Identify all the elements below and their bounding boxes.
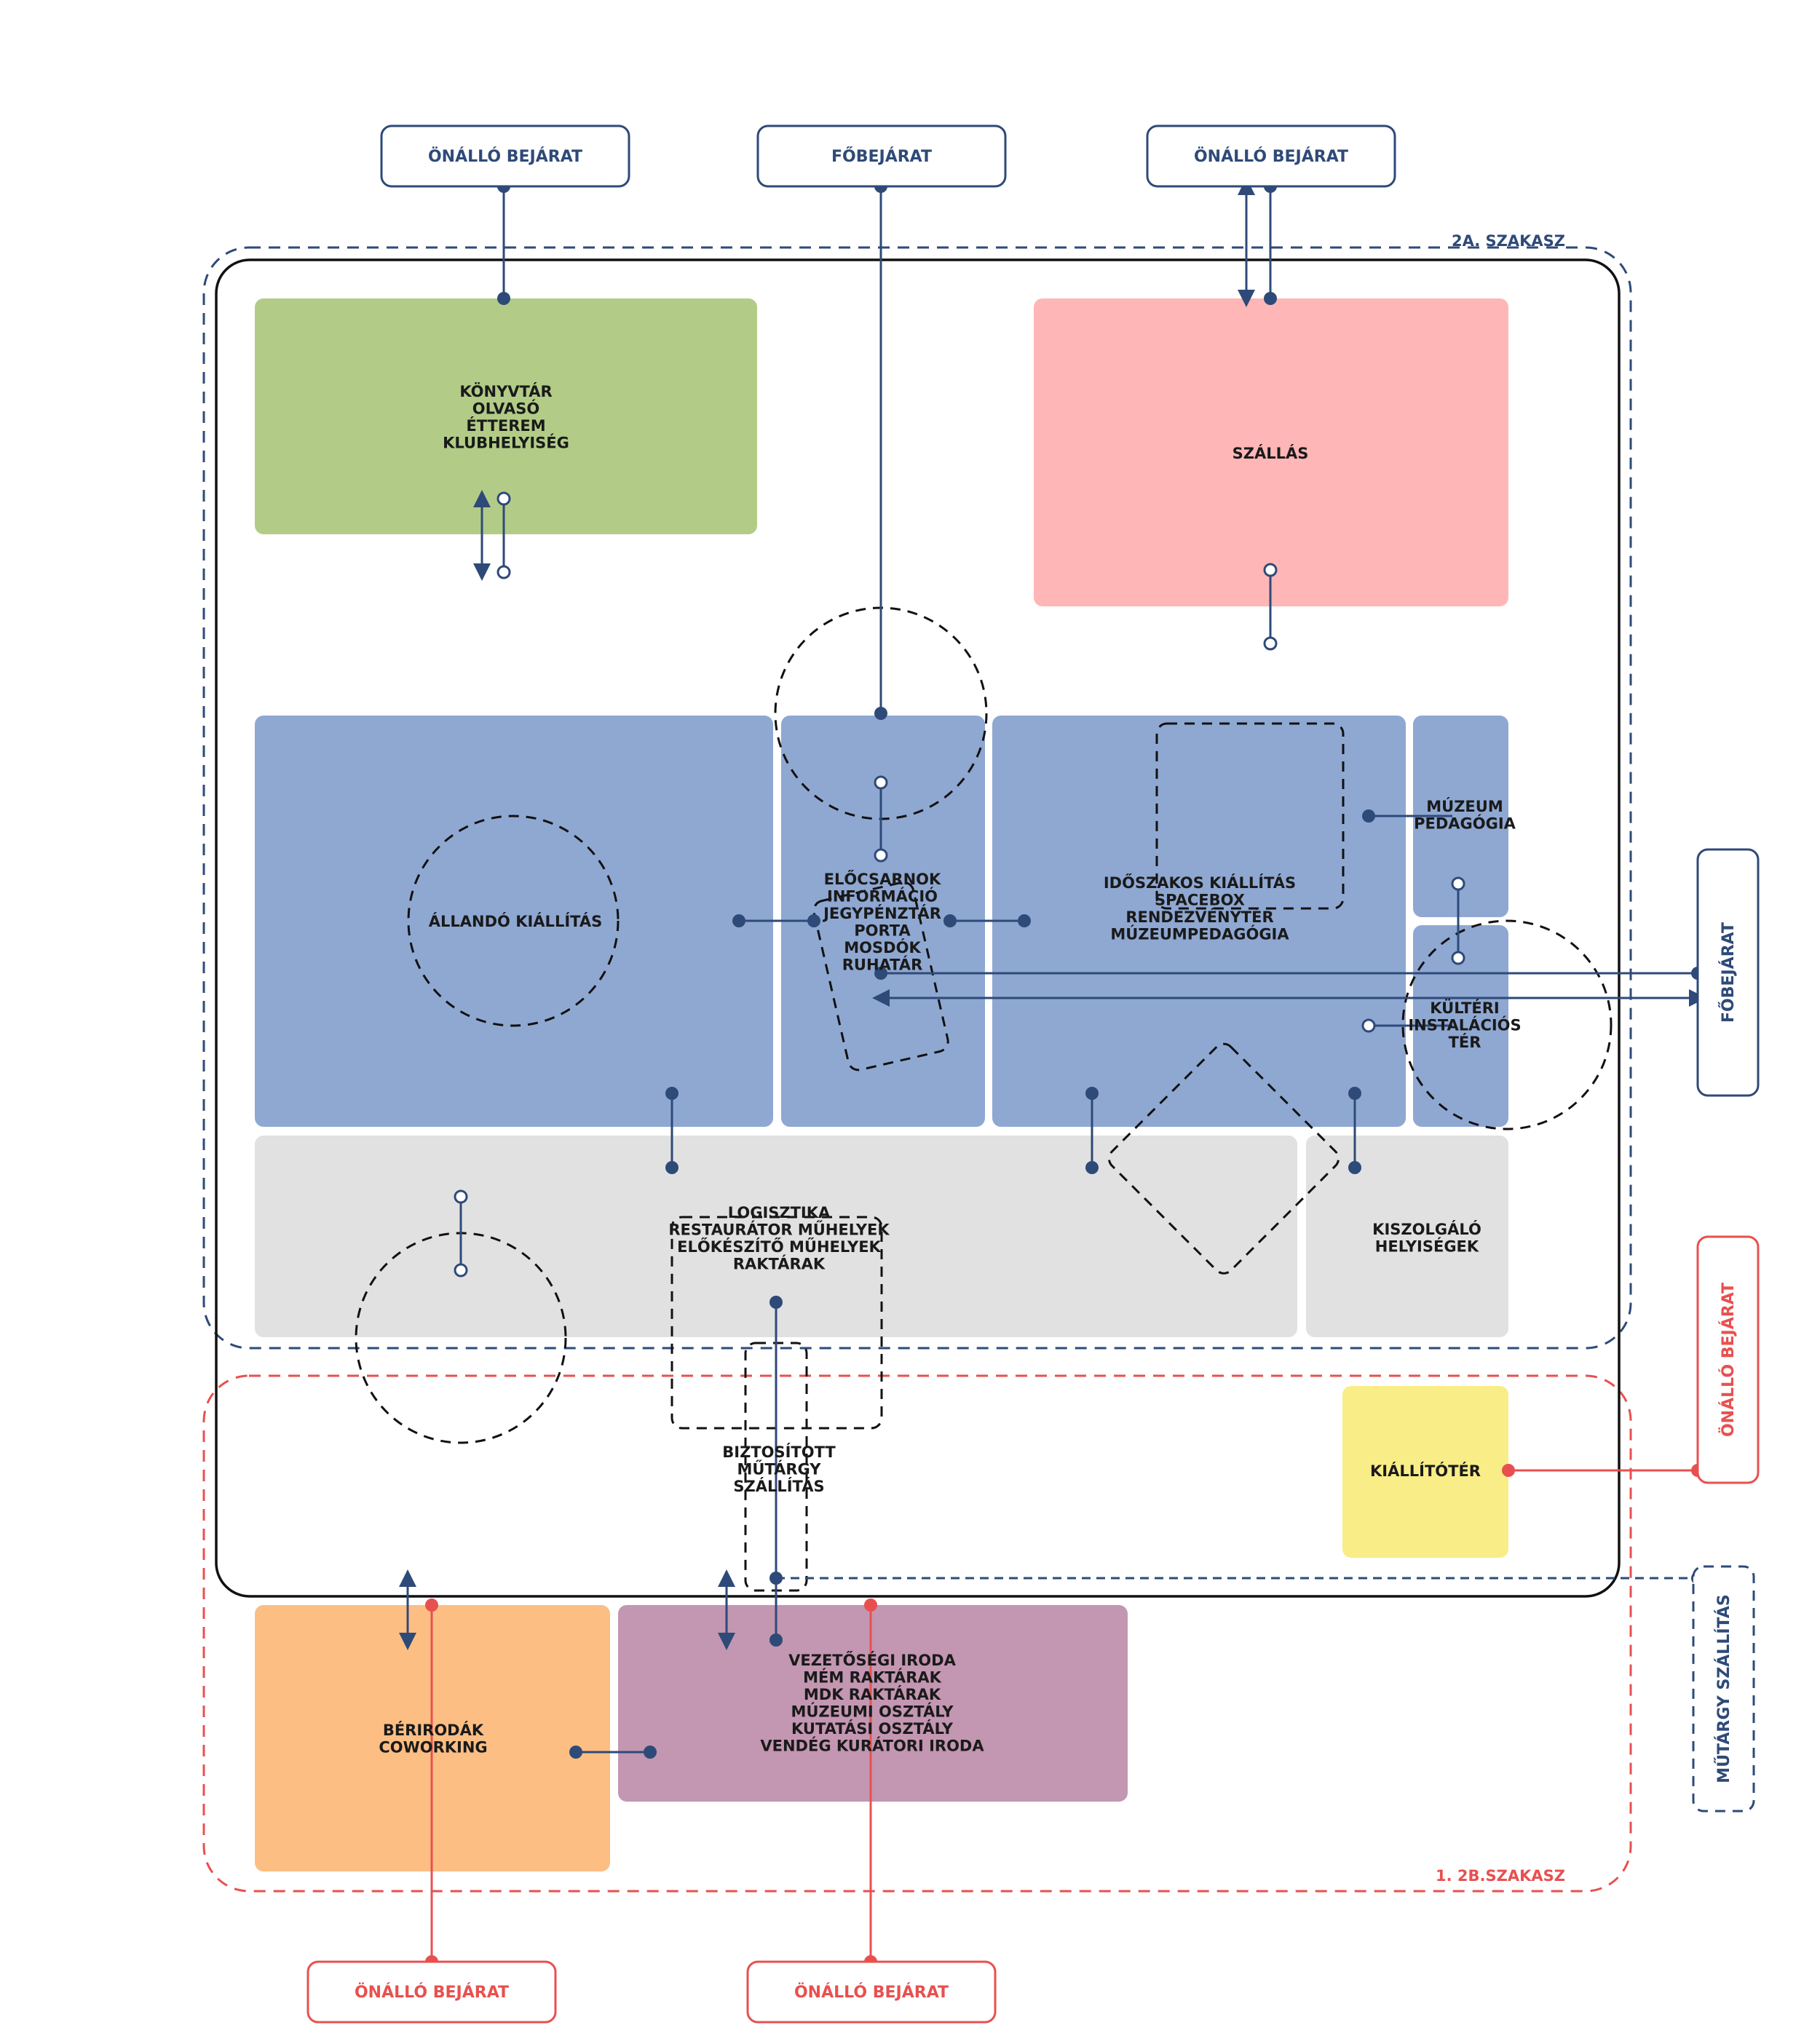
connections-red [430,1469,1698,1962]
zone-outdoor-installation [1413,925,1508,1127]
zone-label-line: INFORMÁCIÓ [827,887,938,906]
zone-label-line: OLVASÓ [472,400,539,418]
zone-label-line: MDK RAKTÁRAK [804,1685,941,1703]
entrance-top-left-label: ÖNÁLLÓ BEJÁRAT [428,147,582,166]
zone-label-line: KLUBHELYISÉG [443,434,569,452]
zone-label-line: ÁLLANDÓ KIÁLLÍTÁS [429,912,602,930]
entrance-top-center[interactable] [756,124,1007,188]
entrance-top-center-label: FŐBEJÁRAT [831,147,932,166]
entrance-right-transport[interactable] [1692,1565,1755,1813]
zone-label-line: RESTAURÁTOR MŰHELYEK [668,1221,890,1239]
dashed-circle-permanent [407,815,620,1027]
entrance-bottom-center[interactable] [746,1960,997,2024]
zone-label-line: KÖNYVTÁR [459,382,552,400]
zone-temporary-exhibition [992,716,1406,1127]
entrance-right-separate[interactable] [1696,1235,1760,1484]
zone-label-line: RUHATÁR [842,956,923,974]
zone-management [618,1605,1128,1802]
zone-permanent-exhibition [255,716,773,1127]
zone-label-line: BÉRIRODÁK [383,1721,484,1739]
zone-label-line: INSTALÁCIÓS [1408,1016,1521,1034]
section-2a-label: 2A. SZAKASZ [1452,232,1565,250]
zone-museum-pedagogy [1413,716,1508,917]
zone-label-line: TÉR [1449,1033,1481,1051]
entrance-bottom-left-label: ÖNÁLLÓ BEJÁRAT [355,1983,509,2002]
zone-label-line: VEZETŐSÉGI IRODA [788,1651,956,1669]
zone-label-line: MÉM RAKTÁRAK [803,1668,942,1687]
dashed-box-lobby [812,881,949,1071]
zone-library [255,298,757,534]
label-exhibition-space: KIÁLLÍTÓTÉR [1370,1462,1481,1480]
dashed-box-logistics [670,1216,883,1430]
connection-nodes-open [454,491,1465,1278]
zone-label-line: MOSDÓK [844,938,921,956]
zone-lobby [781,716,985,1127]
entrance-right-separate-label: ÖNÁLLÓ BEJÁRAT [1719,1283,1738,1437]
zone-label-line: JEGYPÉNZTÁR [822,904,941,922]
zone-label-line: ELŐCSARNOK [824,870,941,888]
dashed-box-spacebox [1155,722,1345,910]
zone-label-line: RENDEZVÉNYTÉR [1125,908,1273,926]
zone-label-line: PORTA [854,922,911,940]
zone-label-line: KÜLTÉRI [1430,999,1500,1017]
zone-label-line: COWORKING [379,1739,487,1756]
zone-label-line: MÚZEUMI OSZTÁLY [791,1703,954,1721]
zone-label-line: RAKTÁRAK [733,1255,826,1273]
zone-label-line: PEDAGÓGIA [1414,815,1516,833]
dashed-circle-outdoor [1401,919,1613,1130]
entrance-right-transport-label: MŰTÁRGY SZÁLLÍTÁS [1714,1594,1733,1783]
zone-label-line: HELYISÉGEK [1375,1237,1479,1256]
entrance-bottom-center-label: ÖNÁLLÓ BEJÁRAT [794,1983,949,2002]
zone-exhibition-space [1342,1386,1508,1558]
zone-label-line: KISZOLGÁLÓ [1372,1220,1481,1238]
entrance-top-left[interactable] [380,124,630,188]
zone-label-line: SPACEBOX [1155,892,1245,909]
zone-label-line: ELŐKÉSZÍTŐ MŰHELYEK [677,1237,881,1256]
zone-label-line: BIZTOSÍTOTT [722,1443,836,1461]
section-1-2b-label: 1. 2B.SZAKASZ [1436,1867,1565,1885]
section-2a-outline [202,246,1632,1350]
entrance-right-main[interactable] [1696,848,1760,1097]
zone-label-line: IDŐSZAKOS KIÁLLÍTÁS [1104,874,1296,892]
label-permanent-exhibition: ÁLLANDÓ KIÁLLÍTÁS [429,912,602,930]
zone-label-line: ÉTTEREM [466,416,545,435]
entrance-top-right-label: ÖNÁLLÓ BEJÁRAT [1194,147,1348,166]
label-accommodation: SZÁLLÁS [1233,444,1309,462]
dashed-diamond-hall [1107,1042,1340,1275]
zone-accommodation [1034,298,1508,606]
entrance-bottom-left[interactable] [306,1960,557,2024]
building-outline [215,258,1621,1598]
entrance-right-main-label: FŐBEJÁRAT [1719,922,1738,1023]
zone-label-line: MŰTÁRGY [737,1460,821,1478]
zone-label-line: MÚZEUMPEDAGÓGIA [1110,925,1289,943]
zone-service-rooms [1306,1136,1508,1337]
zone-label-line: KIÁLLÍTÓTÉR [1370,1462,1481,1480]
zone-label-line: MÚZEUM [1426,797,1503,815]
zone-label-line: SZÁLLÍTÁS [733,1477,824,1495]
entrance-top-right[interactable] [1146,124,1396,188]
zone-label-line: KUTATÁSI OSZTÁLY [791,1719,954,1738]
zone-label-line: LOGISZTIKA [728,1204,831,1221]
section-1-2b-outline [202,1374,1632,1893]
zone-label-line: SZÁLLÁS [1233,444,1309,462]
zone-logistics [255,1136,1297,1337]
zone-label-line: VENDÉG KURÁTORI IRODA [760,1737,984,1755]
